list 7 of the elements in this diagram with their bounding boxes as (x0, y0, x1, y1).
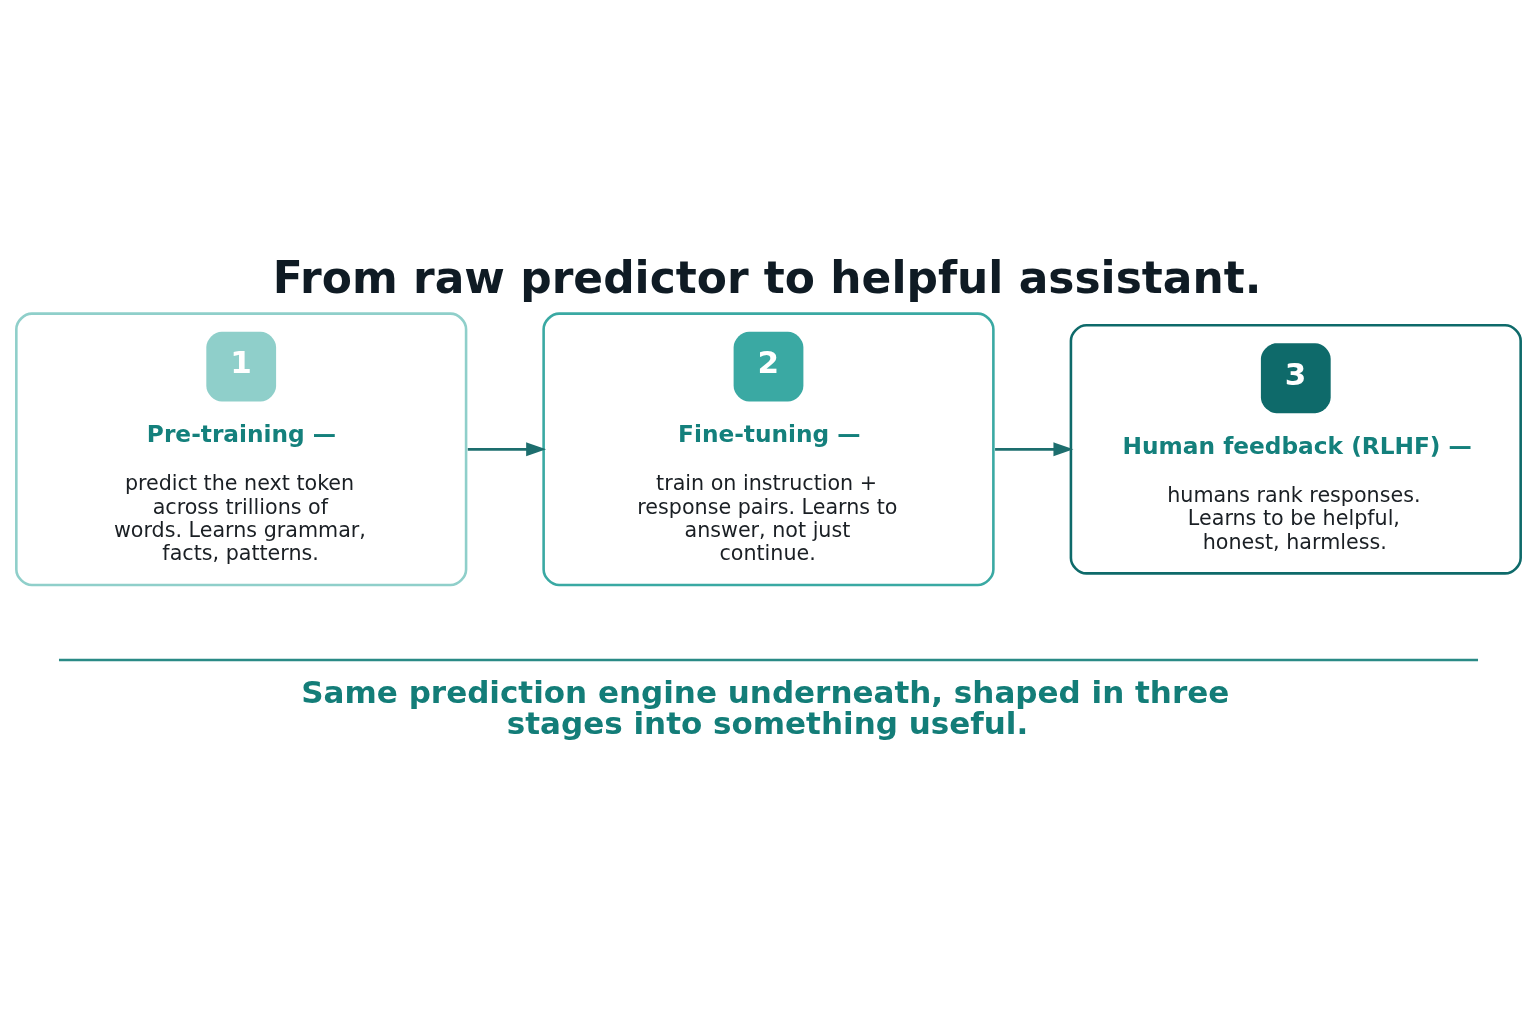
node-box: 2 Fine-tuning — train on instruction + response pairs. Learns to answer, not just continue. (541, 312, 995, 587)
caption: Same prediction engine underneath, shaped in three stages into something useful. (300, 673, 1229, 741)
node-box: 1 Pre-training — predict the next token across trillions of words. Learns grammar, facts, patterns. (14, 312, 467, 587)
node-box: 3 Human feedback (RLHF) — humans rank responses. Learns to be helpful, honest, harmless. (1069, 323, 1522, 575)
diagram-title: From raw predictor to helpful assistant. (272, 252, 1261, 304)
arrow (467, 442, 546, 457)
arrow (994, 442, 1073, 457)
